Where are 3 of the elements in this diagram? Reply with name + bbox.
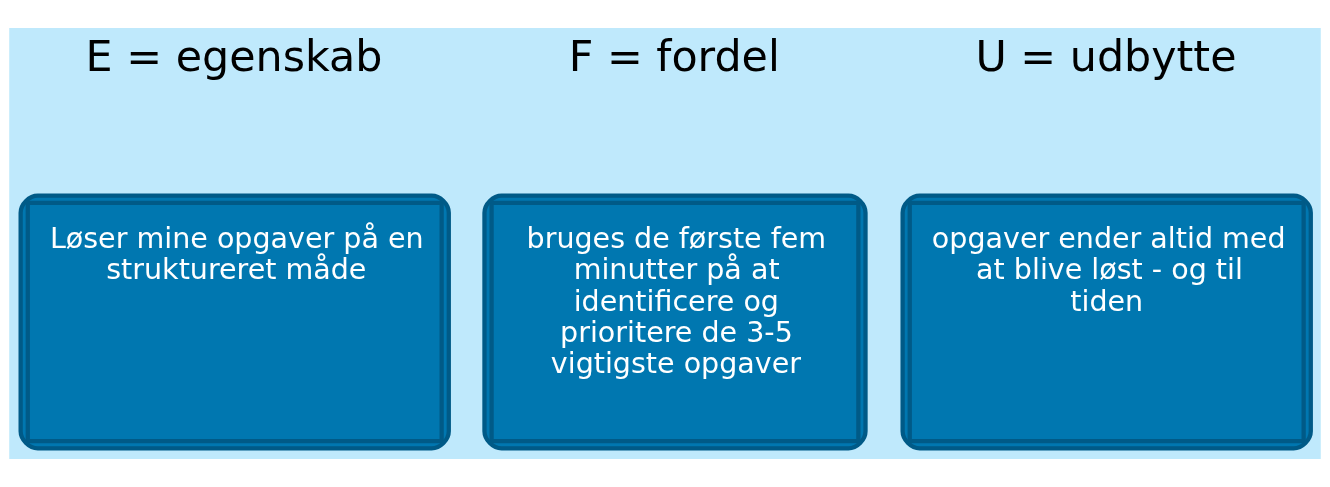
node-label: E = egenskab	[85, 30, 383, 81]
node-label: U = udbytte	[975, 30, 1237, 81]
node-label: F = fordel	[568, 30, 780, 81]
